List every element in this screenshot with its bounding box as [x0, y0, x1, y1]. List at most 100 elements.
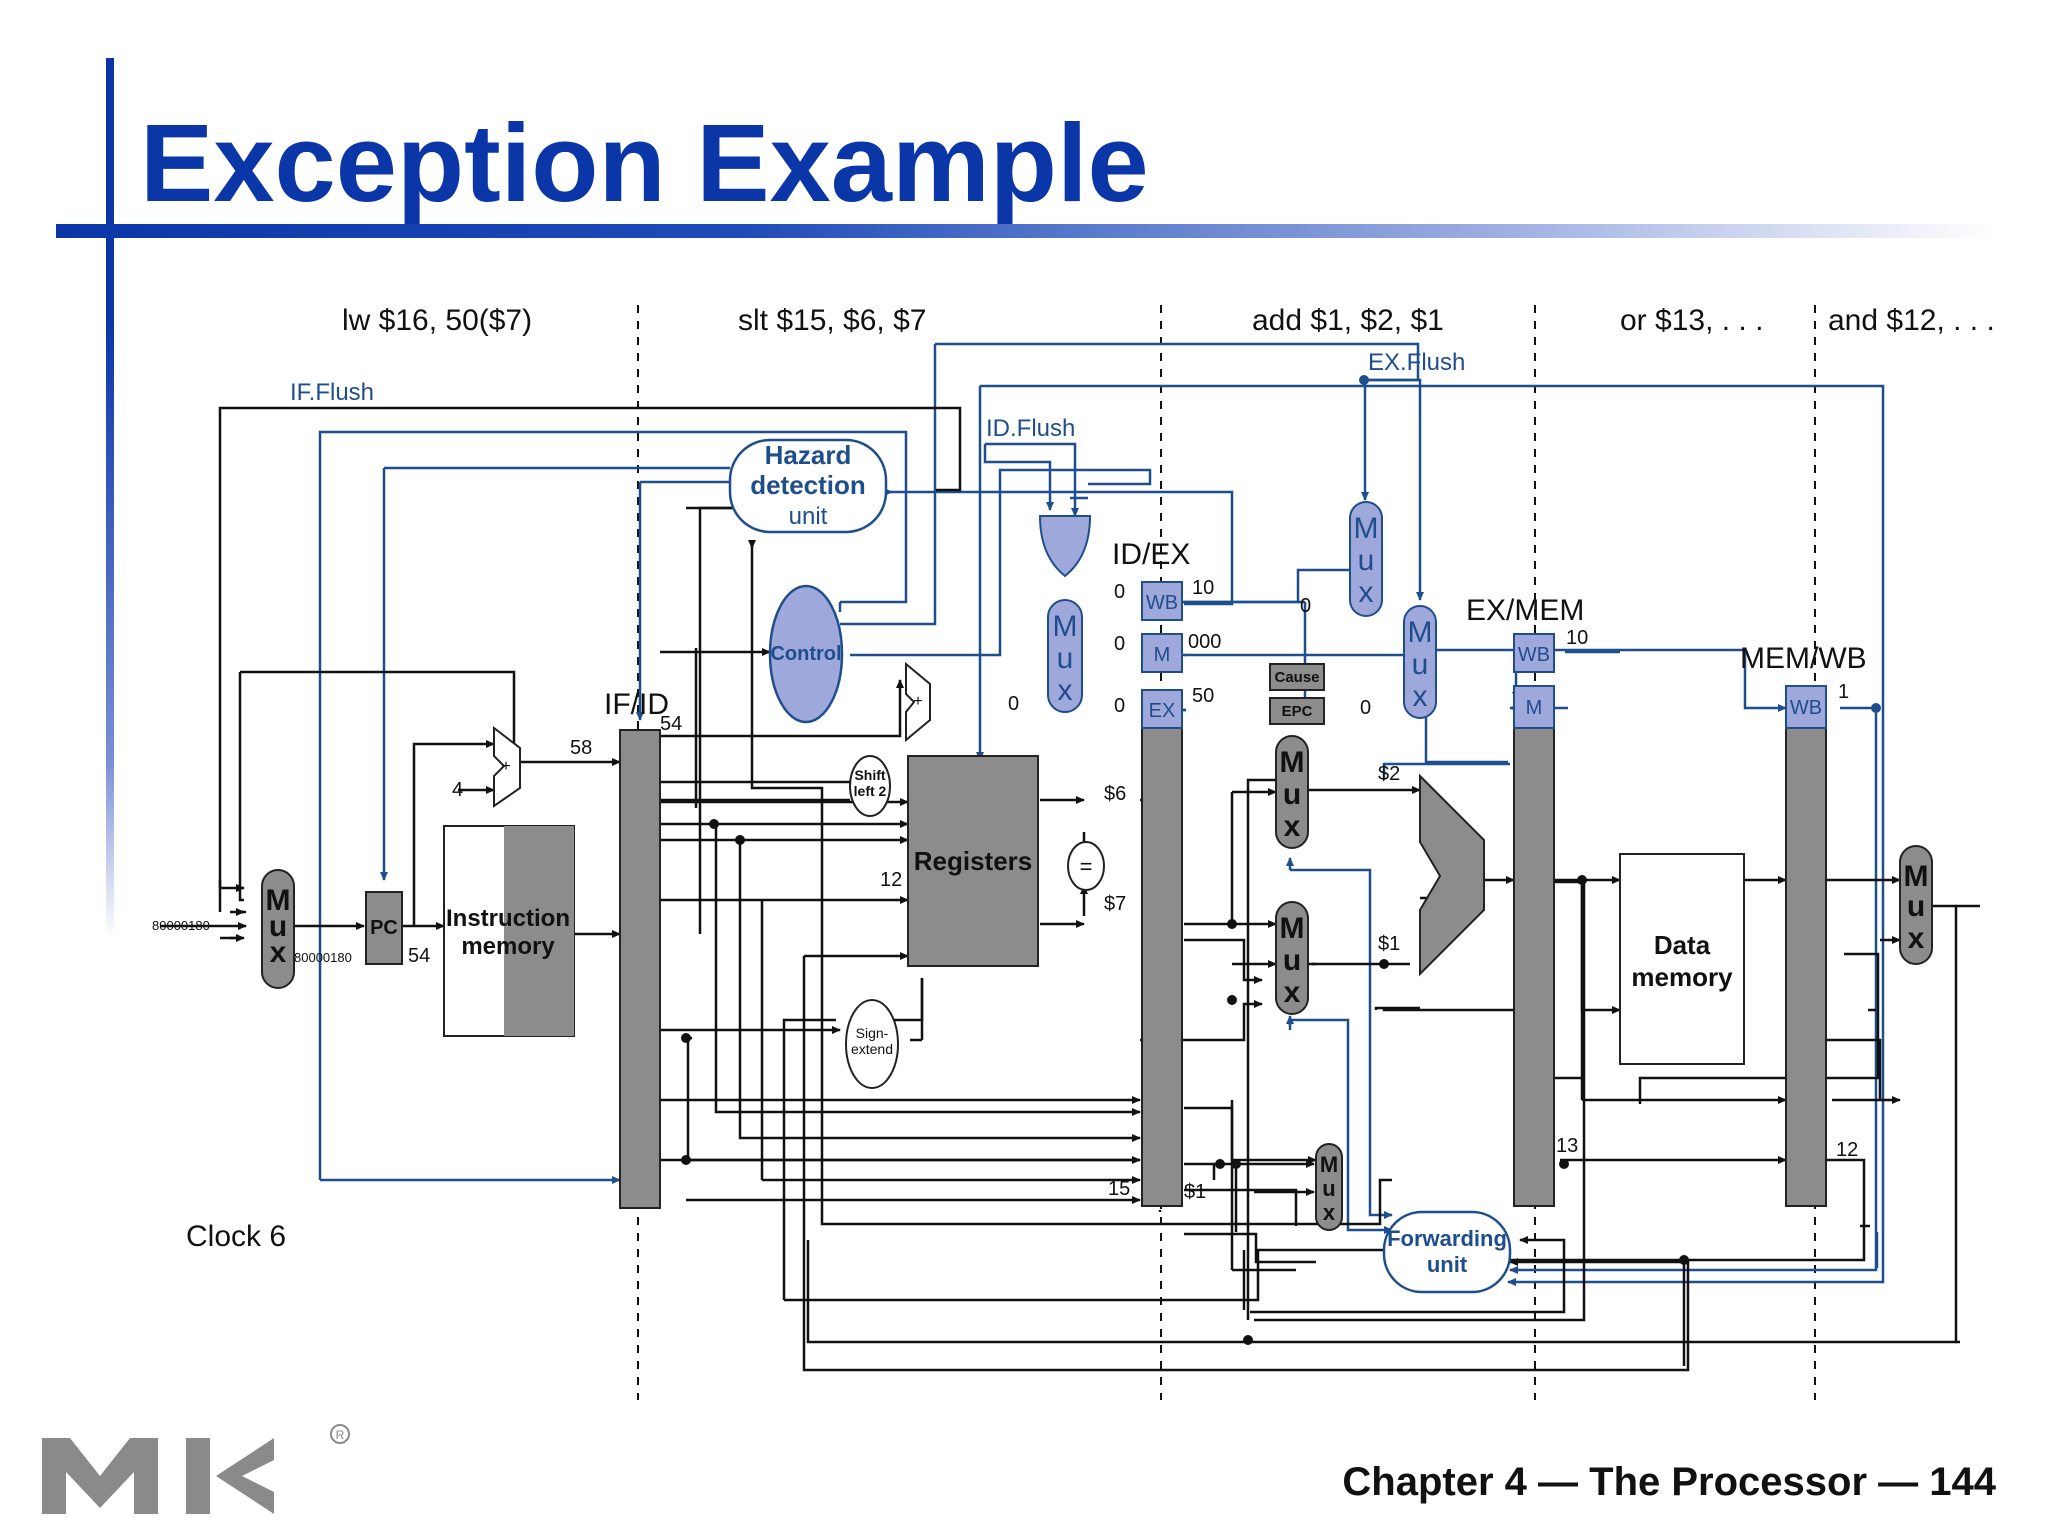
- mux-letter: x: [1284, 810, 1301, 843]
- mux-letter: u: [1283, 944, 1301, 977]
- mux-letter: M: [1053, 610, 1078, 643]
- instr-ex: add $1, $2, $1: [1252, 304, 1444, 337]
- mux-letter: u: [1283, 778, 1301, 811]
- mux-letter: u: [1412, 648, 1429, 681]
- mux-letter: x: [1413, 680, 1428, 713]
- flush-or-gate: [1038, 515, 1092, 578]
- equal-comparator: [1067, 841, 1105, 891]
- writeback-mux: [1899, 845, 1933, 965]
- idex-wb-0: 0: [1114, 581, 1125, 603]
- if-id-register: [619, 729, 661, 1209]
- r7-label: $7: [1104, 893, 1126, 915]
- shift-label-1: Shift: [854, 767, 885, 783]
- pc-register: [365, 891, 403, 965]
- zero-b: 0: [1300, 595, 1311, 617]
- id-ex-wb: [1141, 581, 1183, 621]
- registers-label: Registers: [914, 846, 1033, 876]
- alu-mux-b: [1275, 901, 1309, 1015]
- epc-label: EPC: [1282, 703, 1313, 720]
- ex-mem-wb: [1513, 633, 1555, 673]
- mux-letter: u: [1322, 1176, 1335, 1201]
- idex-m-val: 000: [1188, 631, 1221, 653]
- sign-label-2: extend: [851, 1041, 893, 1057]
- control-mux: [1047, 599, 1083, 713]
- fwd-label-2: unit: [1427, 1252, 1468, 1277]
- pc-adder-plus: +: [501, 758, 510, 775]
- slide-footer: Chapter 4 — The Processor — 144: [1342, 1460, 1996, 1504]
- r1-label: $1: [1378, 933, 1400, 955]
- junction-dots: [681, 375, 1881, 1345]
- hazard-detection-unit: [728, 438, 888, 534]
- zero-c: 0: [1360, 697, 1371, 719]
- sign-label-1: Sign-: [856, 1025, 889, 1041]
- mem-wb-register: [1785, 727, 1827, 1207]
- pc-mux: [261, 869, 295, 989]
- title-vertical-rule: [106, 58, 114, 938]
- twelve-wb-label: 12: [1836, 1139, 1858, 1161]
- r6-label: $6: [1104, 783, 1126, 805]
- id-ex-label: ID/EX: [1112, 538, 1190, 571]
- shift-label-2: left 2: [854, 783, 887, 799]
- hazard-label-1: Hazard: [765, 440, 852, 470]
- id-ex-register: [1141, 727, 1183, 1207]
- control-label: Control: [770, 643, 841, 665]
- hazard-label-3: unit: [789, 503, 828, 530]
- pipeline-registers: IF/ID WB M EX ID/EX WB M EX/MEM WB MEM/W…: [604, 538, 1867, 1209]
- control-unit: [768, 584, 844, 724]
- mem-wb-wb-label: WB: [1790, 697, 1822, 719]
- mux-letter: M: [1354, 512, 1379, 545]
- thirteen-label: 13: [1556, 1135, 1578, 1157]
- publisher-logo: R: [42, 1424, 350, 1514]
- id-ex-ex-label: EX: [1149, 700, 1176, 722]
- instr-mem: or $13, . . .: [1620, 304, 1763, 337]
- adder-58-label: 58: [570, 737, 592, 759]
- zero-a: 0: [1008, 693, 1019, 715]
- addr-in-label: 80000180: [152, 918, 210, 933]
- wire-labels: 80000180 80000180 54 54 58 4 12 $6 $7 $2…: [152, 577, 1858, 1203]
- idex-ex-0: 0: [1114, 695, 1125, 717]
- r2-label: $2: [1378, 763, 1400, 785]
- mem-wb-wb: [1785, 685, 1827, 729]
- shift-left-2: [849, 755, 891, 817]
- addr-pc-label: 80000180: [294, 950, 352, 965]
- fifteen-label: 15: [1108, 1178, 1130, 1200]
- mux-letter: x: [1058, 674, 1073, 707]
- mux-letter: x: [1908, 922, 1925, 955]
- mux-letter: M: [1904, 860, 1929, 893]
- exmem-wb-val: 10: [1566, 627, 1588, 649]
- muxes: M u x M u x M u x M u x M u x M: [261, 501, 1933, 1231]
- instruction-labels: lw $16, 50($7) slt $15, $6, $7 add $1, $…: [342, 304, 1995, 337]
- mux-letter: u: [1057, 642, 1074, 675]
- mem-wb-label: MEM/WB: [1740, 642, 1867, 675]
- idex-m-0: 0: [1114, 633, 1125, 655]
- blue-control-wires: [318, 342, 1885, 1286]
- ex-mem-m-label: M: [1526, 697, 1543, 719]
- branch-adder: [905, 661, 931, 743]
- pc-out-label: 54: [408, 945, 430, 967]
- fwd-label-1: Forwarding: [1387, 1226, 1507, 1251]
- mux-letter: u: [269, 910, 287, 943]
- equal-label: =: [1080, 854, 1093, 879]
- sign-extend: [845, 999, 899, 1089]
- epc-register: [1269, 697, 1325, 725]
- ex-mem-register: [1513, 727, 1555, 1207]
- pc-adder: [493, 725, 521, 808]
- dmem-label-1: Data: [1654, 930, 1711, 960]
- four-label: 4: [452, 779, 463, 801]
- id-flush-label: ID.Flush: [986, 415, 1075, 442]
- ifid-54-label: 54: [660, 713, 682, 735]
- mux-letter: x: [1284, 976, 1301, 1009]
- forwarding-unit: [1382, 1210, 1512, 1294]
- mux-letter: x: [1359, 576, 1374, 609]
- imem-label-2: memory: [461, 933, 555, 960]
- ex-mem-wb-label: WB: [1518, 644, 1550, 666]
- mux-letter: M: [1280, 746, 1305, 779]
- ex-flush-label: EX.Flush: [1368, 349, 1465, 376]
- branch-adder-plus: +: [913, 693, 922, 710]
- alu-mux-a: [1275, 735, 1309, 849]
- data-memory: [1619, 853, 1745, 1065]
- id-ex-wb-label: WB: [1146, 592, 1178, 614]
- mux-letter: u: [1907, 890, 1925, 923]
- register-file: [907, 755, 1039, 967]
